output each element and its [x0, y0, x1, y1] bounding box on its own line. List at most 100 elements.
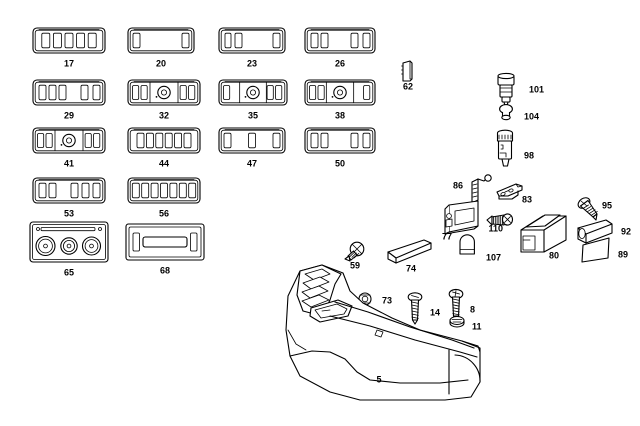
part-label-74: 74: [406, 263, 416, 273]
switch-panel-23[interactable]: 23: [218, 27, 286, 68]
panel-slot-44-1: [145, 132, 154, 149]
part-62-small-clip[interactable]: 62: [401, 60, 414, 91]
screw-point-59: [344, 255, 351, 262]
panel-slot-41-L1: [45, 133, 53, 148]
switch-panel-20[interactable]: 20: [127, 27, 195, 68]
part-label-53: 53: [64, 208, 74, 218]
part-label-11: 11: [472, 321, 482, 331]
pad-side-74: [395, 242, 432, 264]
switch-panel-17[interactable]: 17: [32, 27, 106, 68]
instrument-cluster-65[interactable]: 65: [29, 221, 109, 277]
screw-point-14: [411, 319, 419, 325]
cluster-dot-right: [98, 227, 102, 231]
part-59-phillips-screw[interactable]: 59: [344, 241, 365, 270]
part-86-bracket-hook[interactable]: 86: [453, 174, 492, 204]
screw-thread-95-2: [587, 207, 594, 213]
part-label-20: 20: [156, 58, 166, 68]
part-label-86: 86: [453, 180, 463, 190]
rail-side-92: [585, 223, 613, 244]
panel-slot-56-3: [160, 182, 168, 199]
part-label-89: 89: [618, 249, 628, 259]
part-104-push-rivet[interactable]: 104: [499, 104, 539, 122]
panel-dial-dot-38: [331, 96, 334, 98]
panel-slot-50-2: [350, 132, 359, 149]
panel-slot-23-1: [234, 32, 243, 49]
part-label-65: 65: [64, 267, 74, 277]
part-95-tapping-screw[interactable]: 95: [576, 196, 612, 221]
knob-body-107: [459, 234, 475, 255]
screw-thread-95-0: [582, 204, 589, 209]
switch-panel-56[interactable]: 56: [127, 177, 201, 218]
part-74-armrest-pad[interactable]: 74: [387, 239, 432, 273]
panel-slot-26-3: [362, 32, 371, 49]
switch-panel-47[interactable]: 47: [218, 127, 286, 168]
switch-panel-44[interactable]: 44: [127, 127, 201, 168]
switch-panel-38[interactable]: 38: [304, 79, 376, 120]
part-label-35: 35: [248, 110, 258, 120]
panel-slot-38-L0: [309, 85, 317, 100]
panel-slot-56-2: [150, 182, 159, 199]
panel-slot-47-0: [223, 132, 232, 149]
switch-panel-53[interactable]: 53: [32, 177, 106, 218]
part-8-pan-head-screw[interactable]: 8: [448, 288, 475, 321]
part-label-92: 92: [621, 226, 631, 236]
barrel-knurl-98: [498, 134, 512, 140]
lamp-body-101: [499, 84, 513, 98]
switch-panel-26[interactable]: 26: [304, 27, 376, 68]
part-label-14: 14: [430, 307, 440, 317]
screw-thread-8-1: [452, 301, 460, 304]
part-label-41: 41: [64, 158, 74, 168]
panel-slot-20-1: [181, 32, 190, 49]
panel-slot-23-0: [224, 32, 232, 49]
lamp-base-101: [501, 96, 511, 103]
console-opening-1: [304, 268, 331, 281]
panel-slot-53-1: [48, 182, 57, 199]
switch-panel-32[interactable]: 32: [127, 79, 201, 120]
panel-dial-inner-32: [160, 89, 167, 96]
panel-slot-56-4: [169, 182, 178, 199]
part-110-screw-washer[interactable]: 110: [486, 213, 514, 233]
screw-thread-95-3: [589, 209, 596, 214]
part-101-cylinder-lamp[interactable]: 101: [497, 72, 544, 107]
part-label-80: 80: [549, 250, 559, 260]
panel-slot-17-2: [64, 32, 74, 49]
part-11-cap-washer[interactable]: 11: [449, 315, 482, 332]
part-92-trim-rail[interactable]: 92: [577, 219, 631, 244]
panel-slot-32-L1: [140, 85, 148, 100]
screw-thread-14-3: [411, 310, 419, 313]
panel-slot-29-2: [58, 84, 67, 101]
part-83-latch-strip[interactable]: 83: [496, 183, 532, 204]
panel-slot-23-2: [272, 32, 281, 49]
part-label-62: 62: [403, 81, 413, 91]
panel-slot-29-1: [48, 84, 57, 101]
latch-hole2-83: [508, 188, 514, 193]
switch-panel-35[interactable]: 35: [218, 79, 288, 120]
panel-slot-44-5: [183, 132, 192, 149]
console-tray-inner: [314, 303, 348, 319]
part-80-storage-box[interactable]: 80: [520, 214, 567, 260]
panel-slot-56-0: [131, 182, 140, 199]
part-73-grommet-nut[interactable]: 73: [358, 292, 392, 306]
washer-cross-110: [504, 216, 511, 223]
screw-thread-95-4: [591, 210, 598, 216]
switch-panel-41[interactable]: 41: [32, 127, 106, 168]
bracket-eye-86: [484, 174, 492, 182]
console-body-5[interactable]: 5: [285, 264, 481, 401]
part-77-ashtray-frame[interactable]: 77: [442, 200, 479, 241]
blank-panel-68[interactable]: 68: [125, 223, 205, 275]
panel-slot-29-0: [38, 84, 47, 101]
switch-panel-50[interactable]: 50: [304, 127, 376, 168]
part-107-round-knob[interactable]: 107: [459, 234, 501, 263]
panel-slot-35-R1: [275, 85, 283, 100]
part-label-68: 68: [160, 265, 170, 275]
barrel-notch-98: [499, 152, 507, 158]
screw-thread-8-5: [452, 313, 460, 316]
panel-slot-56-5: [178, 182, 187, 199]
switch-panel-29[interactable]: 29: [32, 79, 106, 120]
part-89-flat-panel[interactable]: 89: [581, 237, 628, 263]
part-label-83: 83: [522, 194, 532, 204]
part-14-pan-head-screw[interactable]: 14: [407, 292, 440, 325]
panel-slot-32-L0: [132, 85, 140, 100]
part-98-switch-barrel[interactable]: 98: [496, 129, 535, 167]
panel-slot-35-L0: [223, 85, 231, 100]
